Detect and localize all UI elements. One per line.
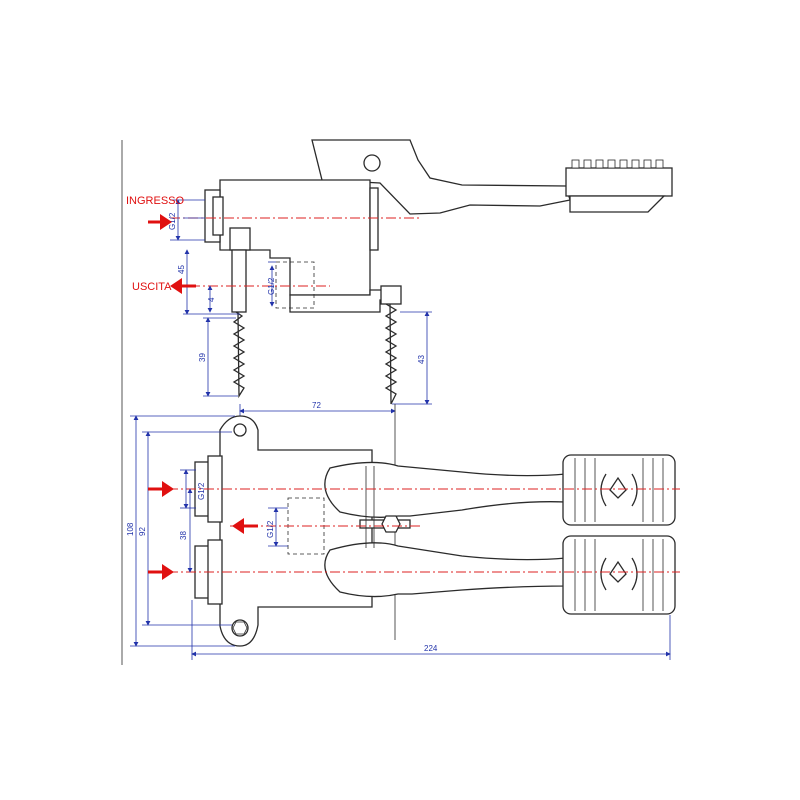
top-pedal-pad-upper — [562, 454, 676, 526]
top-mount-hole-bottom — [231, 619, 249, 637]
arrow-outlet-top-icon — [232, 518, 244, 534]
top-pedal-pad-lower — [562, 535, 676, 615]
side-standoff-left — [231, 249, 247, 313]
arrow-inlet-side-icon — [160, 214, 172, 230]
side-pedal-plate-base — [569, 195, 666, 213]
dim-outlet-offset: 38 — [179, 531, 188, 540]
side-inlet-nut — [212, 196, 224, 236]
side-screw-left — [232, 311, 246, 399]
arrow-inlet-top-icon — [162, 481, 174, 497]
label-outlet: USCITA — [132, 281, 172, 293]
side-screw-right — [384, 303, 398, 405]
top-pedal-arm-upper — [324, 461, 567, 518]
arrow-second-inlet-top-icon — [162, 564, 174, 580]
arrow-outlet-side-icon — [170, 278, 182, 294]
side-body-flange — [369, 187, 379, 251]
dim-overall-width-inner: 92 — [138, 527, 147, 536]
side-pedal-plate — [565, 167, 673, 197]
side-lever-pivot — [363, 154, 381, 172]
dim-screw-length-left: 39 — [198, 353, 207, 362]
side-pedal-grip — [571, 159, 664, 169]
dim-screw-length-right: 43 — [417, 355, 426, 364]
side-bolt-head-right — [380, 285, 402, 305]
dim-height-between-ports: 45 — [177, 265, 186, 274]
top-pedal-arm-lower — [324, 542, 567, 598]
label-inlet: INGRESSO — [126, 195, 185, 207]
dim-port-offset-small: 4 — [207, 297, 216, 302]
dim-overall-width-outer: 108 — [126, 522, 135, 536]
dim-inlet-thread-side: G1/2 — [168, 212, 177, 230]
dim-inlet-thread-top: G1/2 — [197, 482, 206, 500]
dim-mounting-hole-spacing: 72 — [312, 401, 321, 410]
dim-outlet-thread-top: G1/2 — [266, 520, 275, 538]
top-view: 72 — [126, 401, 680, 660]
side-bolt-head-left — [229, 227, 251, 251]
top-link-nut — [381, 515, 401, 533]
dim-outlet-thread-side: G1/2 — [267, 277, 276, 295]
side-view: G1/2 45 4 G1/2 39 43 INGRESSO USCITA — [126, 139, 673, 405]
top-mount-hole-top — [233, 423, 247, 437]
dim-overall-length: 224 — [424, 644, 438, 653]
